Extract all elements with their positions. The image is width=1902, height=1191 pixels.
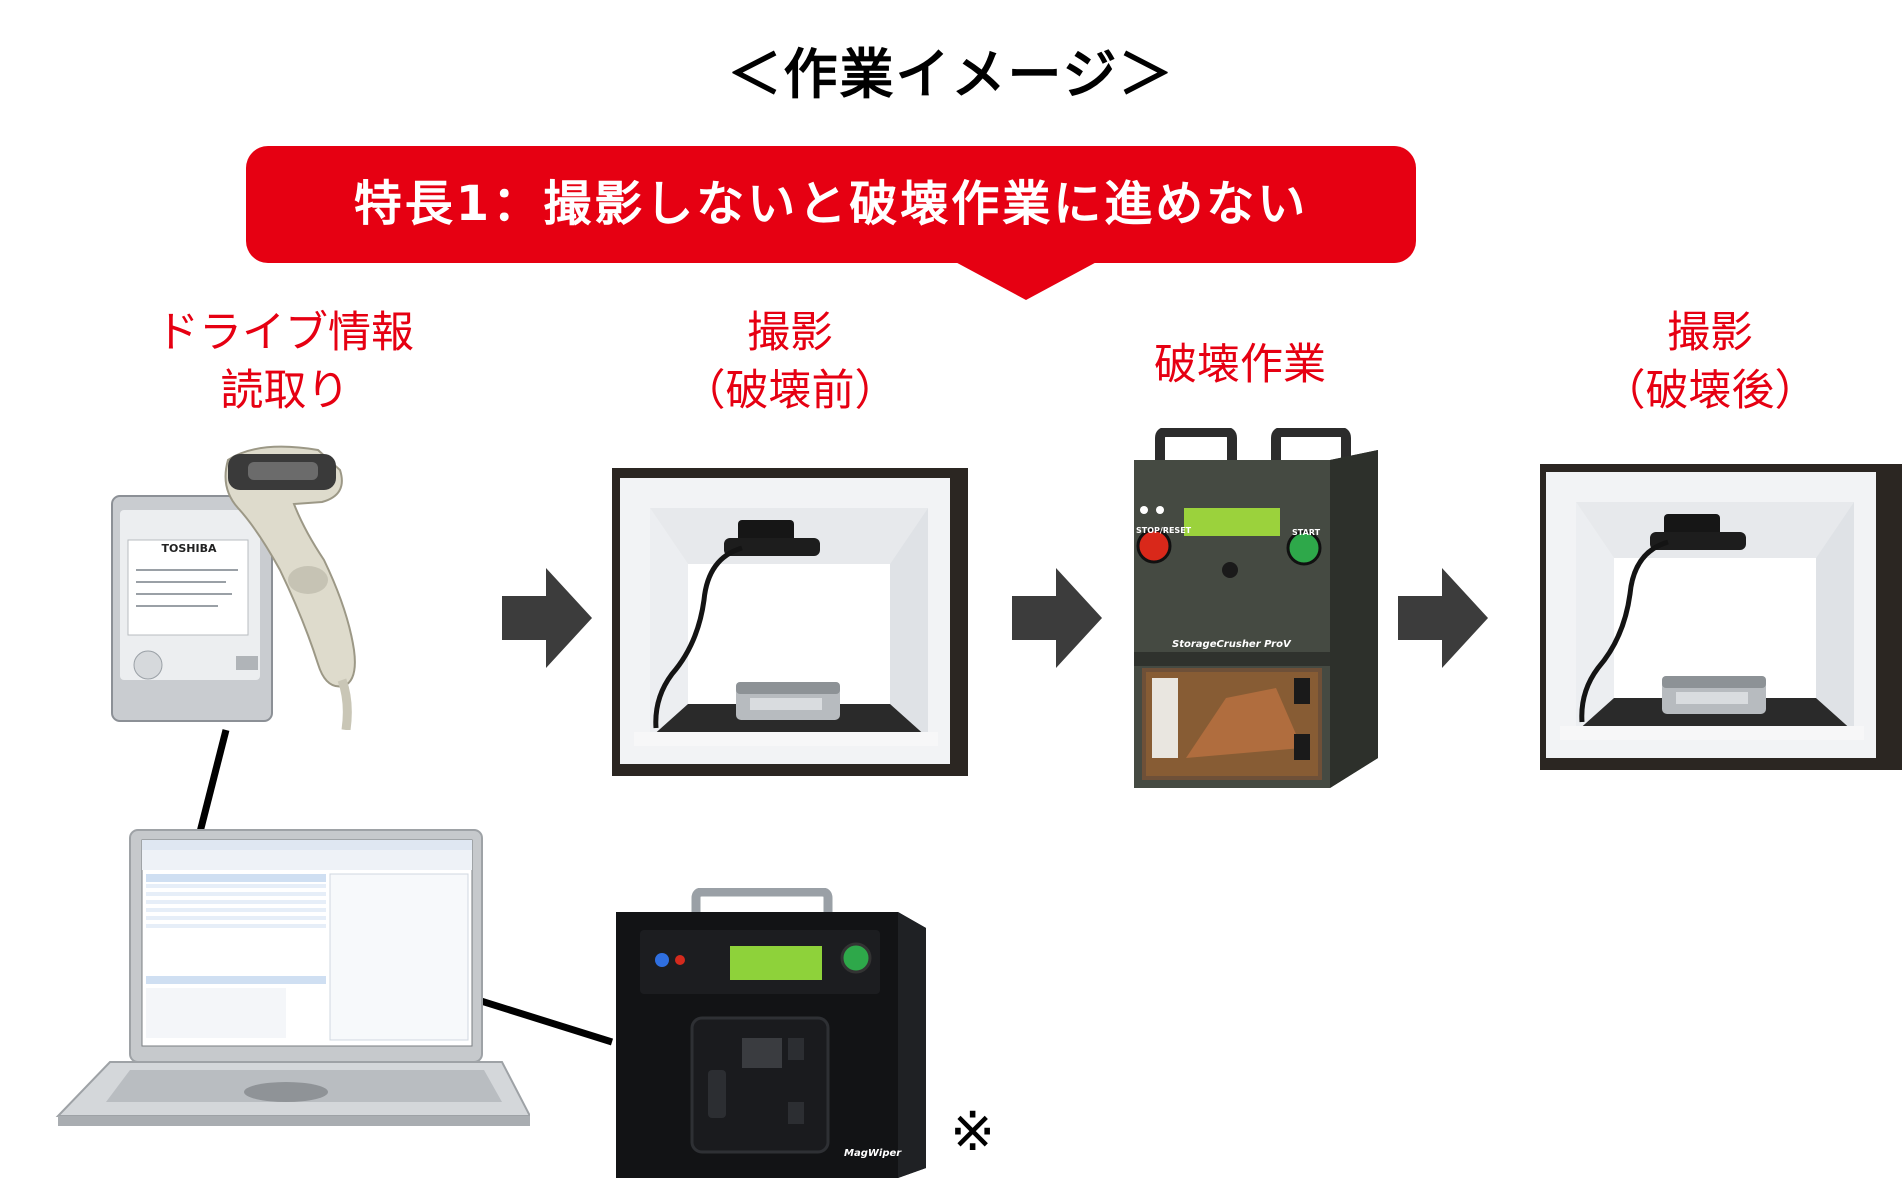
hdd-scanner-photo: TOSHIBA <box>108 440 453 730</box>
step-label-line: （破壊後） <box>1602 366 1818 416</box>
photo-booth-after <box>1540 464 1902 770</box>
arrow-icon <box>1012 568 1102 668</box>
callout-text: 特長1：撮影しないと破壊作業に進めない <box>353 176 1309 232</box>
crusher-stop-label: STOP/RESET <box>1136 526 1192 535</box>
crusher-start-label: START <box>1292 528 1321 537</box>
crusher-name-label: StorageCrusher ProV <box>1172 639 1291 650</box>
arrow-icon <box>502 568 592 668</box>
hdd-brand-label: TOSHIBA <box>161 542 217 555</box>
laptop-photo <box>50 826 530 1138</box>
crusher-machine-photo: STOP/RESET START StorageCrusher ProV <box>1126 428 1382 790</box>
magwiper-photo: MagWiper <box>612 888 930 1178</box>
step-label-read: ドライブ情報 読取り <box>130 304 440 420</box>
step-label-photo-before: 撮影 （破壊前） <box>655 304 925 420</box>
callout-tail <box>948 258 1104 300</box>
step-label-line: 破壊作業 <box>1154 340 1326 390</box>
step-label-line: 読取り <box>220 366 350 416</box>
page-title: ＜作業イメージ＞ <box>727 43 1175 106</box>
step-label-line: 撮影 <box>747 308 833 358</box>
step-label-line: （破壊前） <box>682 366 898 416</box>
note-mark: ※ <box>950 1100 996 1163</box>
step-label-line: 撮影 <box>1667 308 1753 358</box>
callout-banner <box>246 146 1416 263</box>
photo-booth-before <box>612 468 968 776</box>
step-label-destroy: 破壊作業 <box>1110 336 1370 394</box>
arrow-icon <box>1398 568 1488 668</box>
magwiper-name-label: MagWiper <box>844 1148 902 1159</box>
step-label-photo-after: 撮影 （破壊後） <box>1575 304 1845 420</box>
step-label-line: ドライブ情報 <box>156 308 414 358</box>
